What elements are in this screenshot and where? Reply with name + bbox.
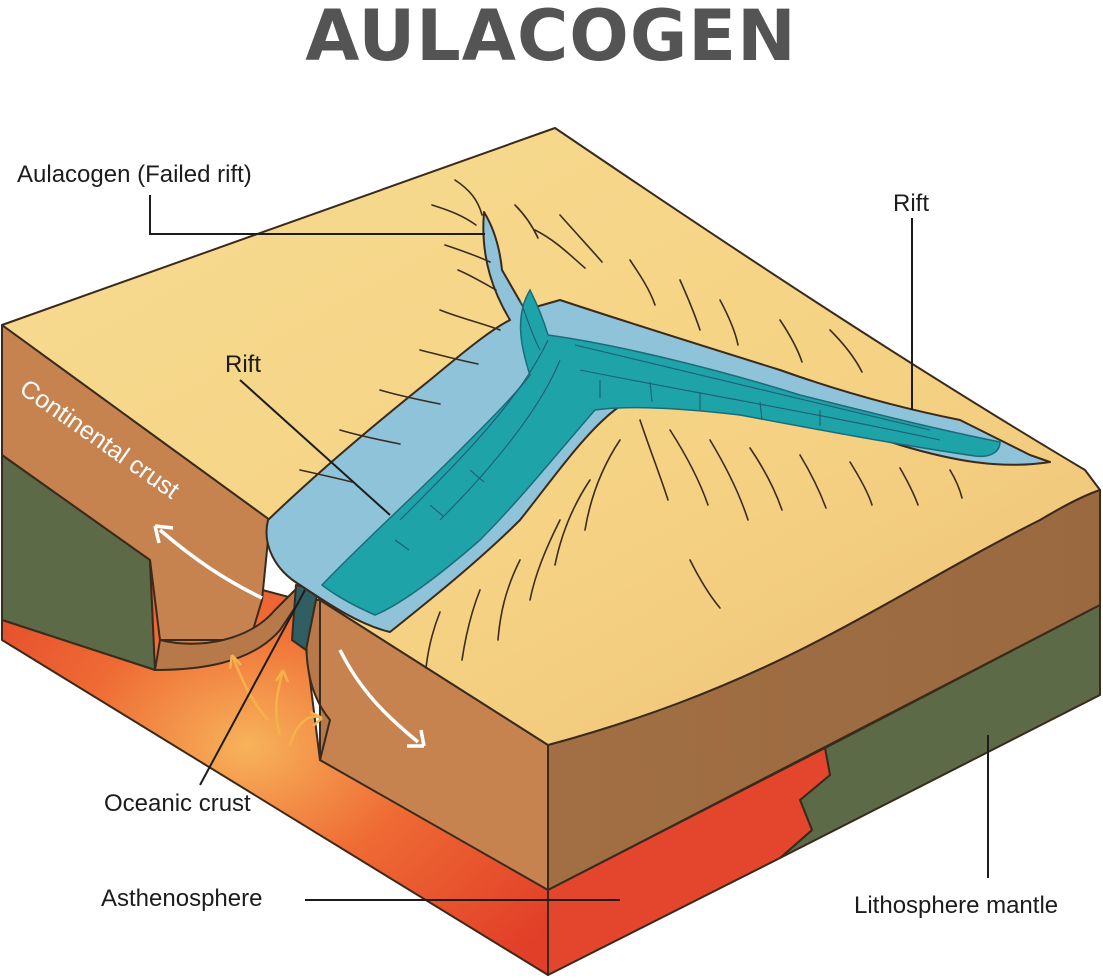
top-surface [1,127,1101,746]
leader-rift-left [239,379,391,516]
surface-faults [299,179,963,669]
divergence-arrows [153,524,426,748]
label-rift-right: Rift [893,190,929,217]
label-aulacogen: Aulacogen (Failed rift) [17,161,252,188]
front-right-face [547,489,1101,976]
diagram-title: AULACOGEN [305,0,796,77]
label-asthenosphere: Asthenosphere [101,885,262,912]
asthenosphere-right-face [547,747,831,976]
leader-lines [149,195,989,901]
leader-aulacogen [149,195,485,235]
label-lithosphere-mantle: Lithosphere mantle [854,892,1058,919]
rift-inner-zone [320,288,1001,616]
label-rift-left: Rift [225,351,261,378]
leader-oceanic-crust [199,589,306,786]
magma-flow-arrows [228,654,323,746]
label-oceanic-crust: Oceanic crust [104,790,251,817]
rift-fractures [394,299,941,551]
